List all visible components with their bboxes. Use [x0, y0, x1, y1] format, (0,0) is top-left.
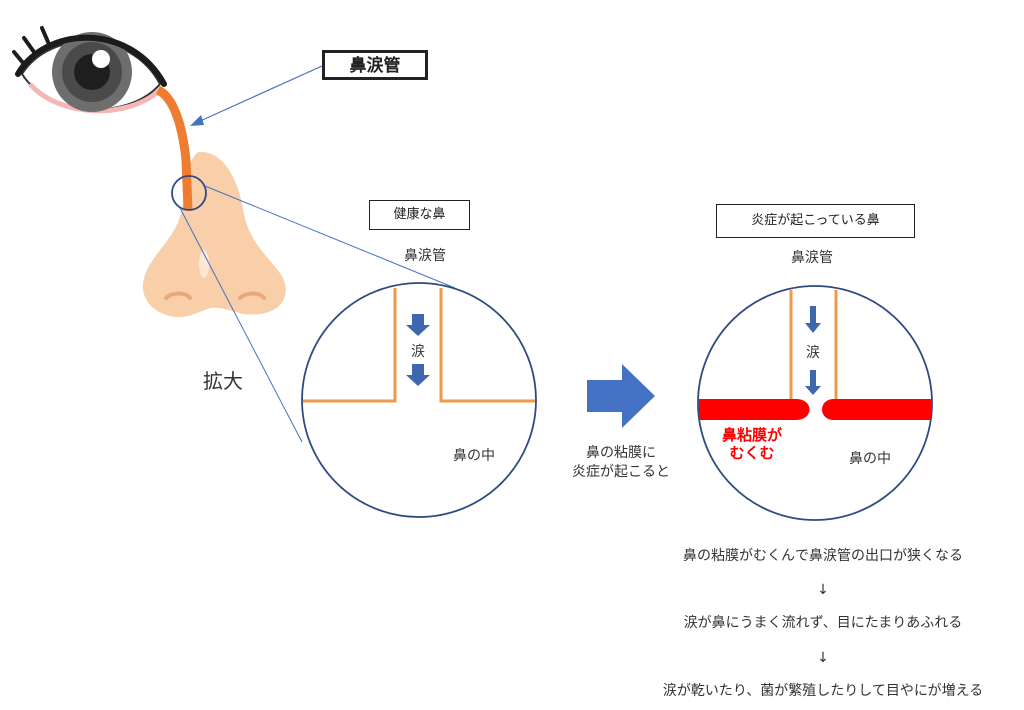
healthy-circle — [301, 282, 537, 518]
inflamed-circle-group — [697, 285, 933, 521]
step-1: 鼻の粘膜がむくんで鼻涙管の出口が狭くなる — [683, 547, 963, 564]
label-pointer-arrowhead — [190, 115, 204, 126]
healthy-inside-label: 鼻の中 — [453, 447, 495, 464]
healthy-duct-wall-right — [439, 288, 535, 403]
healthy-tear-arrow-1 — [406, 314, 430, 336]
inflamed-tear-label: 涙 — [806, 344, 820, 361]
healthy-tear-label: 涙 — [411, 343, 425, 360]
step-arrow-2: ↓ — [817, 650, 829, 666]
nostril-left — [164, 291, 192, 300]
healthy-tear-arrow-2 — [406, 364, 430, 386]
healthy-circle-group — [301, 282, 537, 518]
swelling-label-line-1: 鼻粘膜が — [722, 426, 783, 444]
title-label: 鼻涙管 — [322, 50, 428, 80]
zoom-line-top — [204, 185, 456, 289]
swelling-left — [699, 399, 810, 420]
step-3: 涙が乾いたり、菌が繁殖したりして目やにが増える — [663, 682, 983, 699]
upper-eyelid — [15, 34, 167, 87]
inflamed-tear-arrow-2 — [805, 370, 821, 395]
zoom-label: 拡大 — [203, 369, 243, 393]
healthy-box-label: 健康な鼻 — [369, 200, 470, 230]
nose-shine — [199, 250, 209, 278]
nasolacrimal-duct-line — [155, 85, 193, 211]
swelling-right — [822, 399, 931, 420]
zoom-circle — [171, 175, 207, 211]
nose-illustration — [142, 151, 286, 318]
eye-highlight — [92, 50, 110, 68]
arrow-caption-line-1: 鼻の粘膜に — [586, 444, 656, 461]
label-pointer-line — [197, 65, 323, 123]
inflamed-box-label: 炎症が起こっている鼻 — [716, 204, 915, 238]
swelling-label-line-2: むくむ — [729, 444, 774, 462]
healthy-duct-wall-left — [303, 288, 397, 403]
inflamed-circle — [697, 285, 933, 521]
arrow-caption-line-2: 炎症が起こると — [572, 464, 670, 480]
nostril-right — [238, 291, 266, 300]
eye-illustration — [12, 26, 167, 114]
step-2: 涙が鼻にうまく流れず、目にたまりあふれる — [684, 614, 963, 631]
step-arrow-1: ↓ — [817, 582, 829, 598]
eyelashes — [12, 26, 50, 66]
inflamed-tear-arrow-1 — [805, 306, 821, 333]
healthy-duct-label: 鼻涙管 — [404, 247, 446, 264]
transition-arrow — [587, 364, 655, 428]
inflamed-inside-label: 鼻の中 — [849, 450, 891, 467]
nose-shape — [142, 151, 286, 318]
inflamed-duct-label: 鼻涙管 — [791, 249, 833, 266]
zoom-line-bottom — [179, 207, 303, 443]
